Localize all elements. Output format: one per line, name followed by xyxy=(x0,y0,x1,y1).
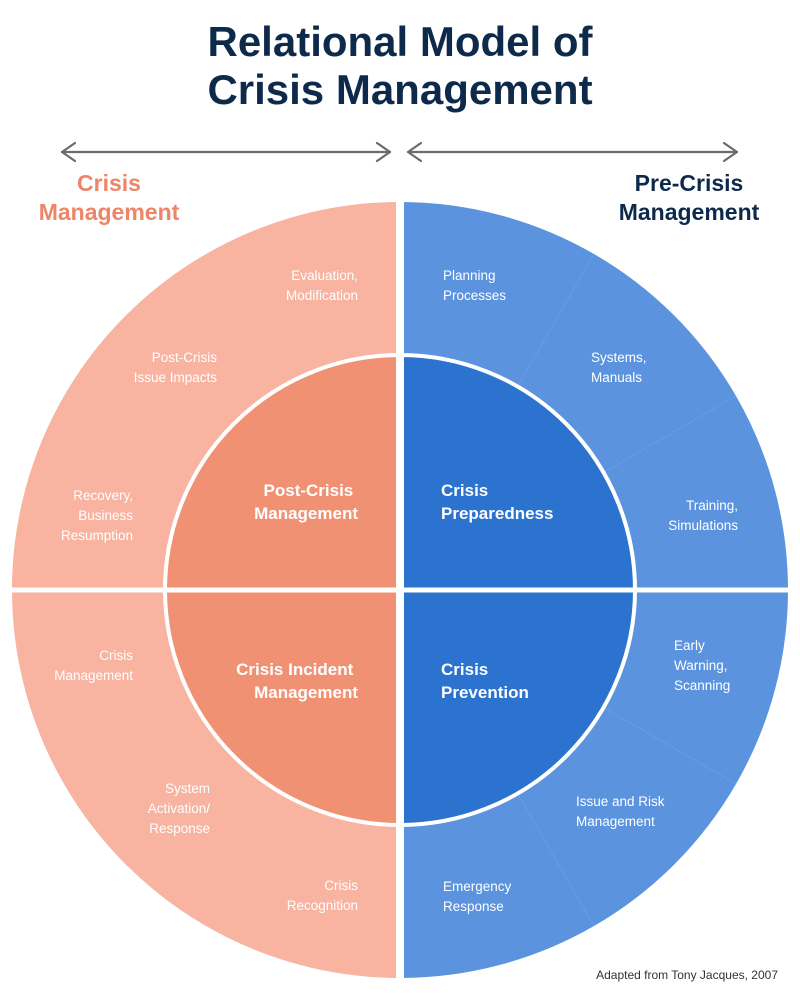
crisis-management-label-line-2: Management xyxy=(38,199,180,225)
pre-crisis-management-label-line-1: Pre-Crisis xyxy=(634,170,744,196)
crisis-management-label: Crisis Management xyxy=(24,169,194,227)
wheel-separators xyxy=(6,196,794,984)
core-crisis-prevention-label: Crisis Prevention xyxy=(441,660,529,702)
core-crisis-prevention xyxy=(400,590,635,825)
page-title: Relational Model of Crisis Management xyxy=(0,18,800,114)
core-crisis-incident-label: Crisis Incident Management xyxy=(236,660,358,702)
core-post-crisis-label: Post-Crisis Management xyxy=(254,481,358,523)
core-crisis-preparedness xyxy=(400,355,635,590)
label-systems-manuals: Systems,Manuals xyxy=(591,350,647,385)
core-crisis-incident xyxy=(165,590,400,825)
pre-crisis-management-label: Pre-Crisis Management xyxy=(600,169,778,227)
title-line-2: Crisis Management xyxy=(207,66,593,113)
core-post-crisis xyxy=(165,355,400,590)
label-evaluation: Evaluation,Modification xyxy=(286,268,358,303)
title-line-1: Relational Model of xyxy=(207,18,593,65)
label-training: Training,Simulations xyxy=(668,498,738,533)
crisis-management-label-line-1: Crisis xyxy=(77,170,141,196)
core-crisis-preparedness-label: Crisis Preparedness xyxy=(441,481,553,523)
right-double-arrow xyxy=(406,141,739,163)
pre-crisis-management-label-line-2: Management xyxy=(618,199,760,225)
left-double-arrow xyxy=(60,141,392,163)
source-credit: Adapted from Tony Jacques, 2007 xyxy=(596,968,778,982)
